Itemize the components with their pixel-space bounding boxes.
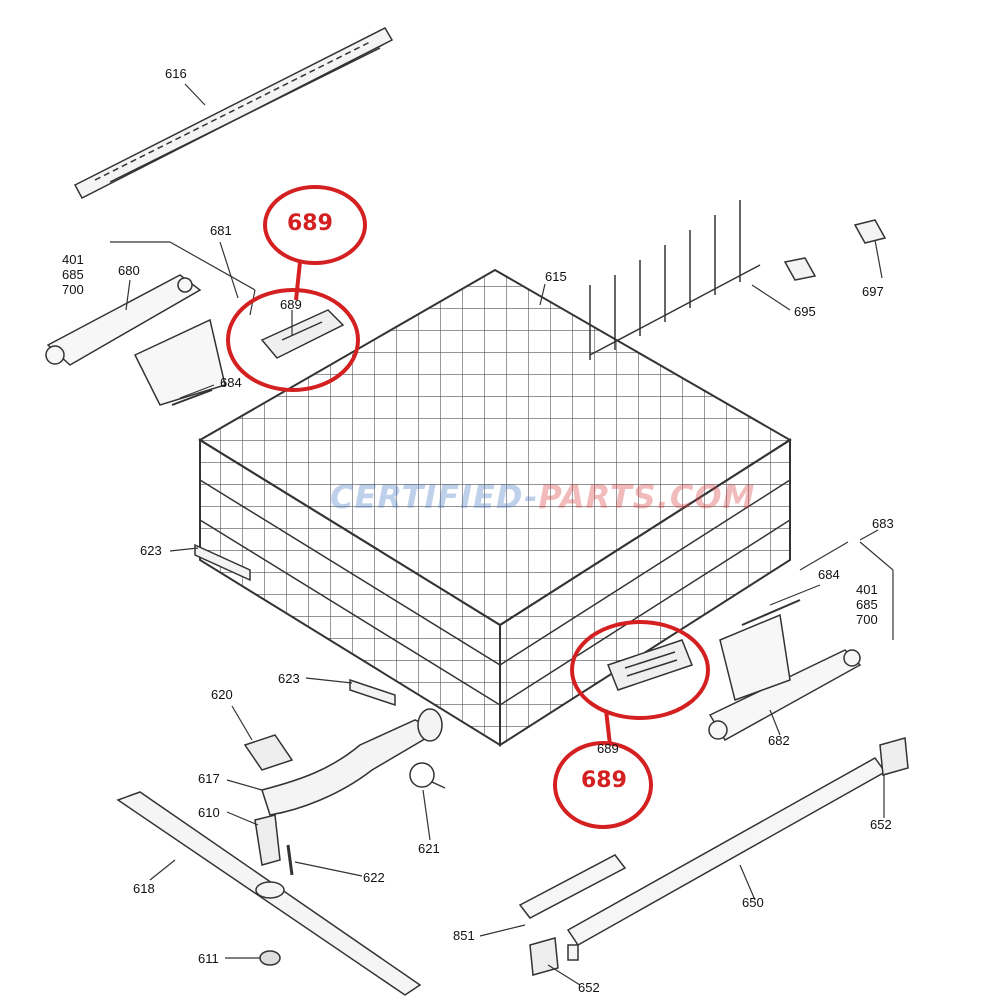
label-623-left: 623 [140, 543, 162, 558]
part-622-screw [286, 844, 294, 876]
part-623-left-clip [194, 543, 251, 582]
label-650: 650 [742, 895, 764, 910]
label-697: 697 [862, 284, 884, 299]
label-684-right: 684 [818, 567, 840, 582]
label-689-small-top: 689 [280, 297, 302, 312]
leader-lines [110, 83, 894, 986]
label-695: 695 [794, 304, 816, 319]
label-401-left: 401 [62, 252, 84, 267]
label-621: 621 [418, 841, 440, 856]
label-685-right: 685 [856, 597, 878, 612]
part-689-bottom-cap [607, 639, 693, 691]
part-684-screw-right [741, 599, 801, 626]
label-610: 610 [198, 805, 220, 820]
label-652-right: 652 [870, 817, 892, 832]
part-617-feed-tube [261, 708, 443, 816]
label-stack-left: 401 685 700 [62, 252, 84, 297]
part-618-spray-arm [116, 791, 422, 996]
label-684-left: 684 [220, 375, 242, 390]
label-622: 622 [363, 870, 385, 885]
part-697-clips [783, 219, 887, 281]
part-620-cap [243, 734, 294, 771]
label-stack-right: 401 685 700 [856, 582, 878, 627]
label-683: 683 [872, 516, 894, 531]
part-652-end-caps [529, 737, 909, 976]
part-616-rail [73, 27, 394, 200]
part-682-right-bracket [708, 613, 862, 742]
label-401-right: 401 [856, 582, 878, 597]
part-610-hub [254, 814, 281, 866]
label-620: 620 [211, 687, 233, 702]
label-682: 682 [768, 733, 790, 748]
label-617: 617 [198, 771, 220, 786]
label-616: 616 [165, 66, 187, 81]
watermark: CERTIFIED-PARTS.COM [330, 478, 755, 516]
label-700-right: 700 [856, 612, 878, 627]
label-680: 680 [118, 263, 140, 278]
label-689-small-bottom: 689 [597, 741, 619, 756]
part-623-lower-clip [349, 678, 396, 707]
label-618: 618 [133, 881, 155, 896]
part-684-screw-left [171, 389, 213, 406]
label-685-left: 685 [62, 267, 84, 282]
part-695-tine-row [589, 200, 761, 360]
part-611-cap [259, 950, 281, 966]
red-callout-marks [226, 185, 710, 829]
label-615: 615 [545, 269, 567, 284]
label-851: 851 [453, 928, 475, 943]
label-652-bottom: 652 [578, 980, 600, 995]
watermark-part-a: CERTIFIED- [330, 478, 539, 516]
label-611: 611 [198, 951, 219, 966]
watermark-part-b: PARTS.COM [538, 478, 756, 516]
part-680-left-bracket [45, 274, 226, 406]
callout-689-bottom: 689 [581, 768, 627, 793]
label-700-left: 700 [62, 282, 84, 297]
part-851-rail-insert [518, 854, 627, 919]
label-623-lower: 623 [278, 671, 300, 686]
label-681: 681 [210, 223, 232, 238]
callout-689-top: 689 [287, 211, 333, 236]
part-689-top-cap [260, 309, 345, 359]
part-621-clamp [409, 762, 446, 789]
